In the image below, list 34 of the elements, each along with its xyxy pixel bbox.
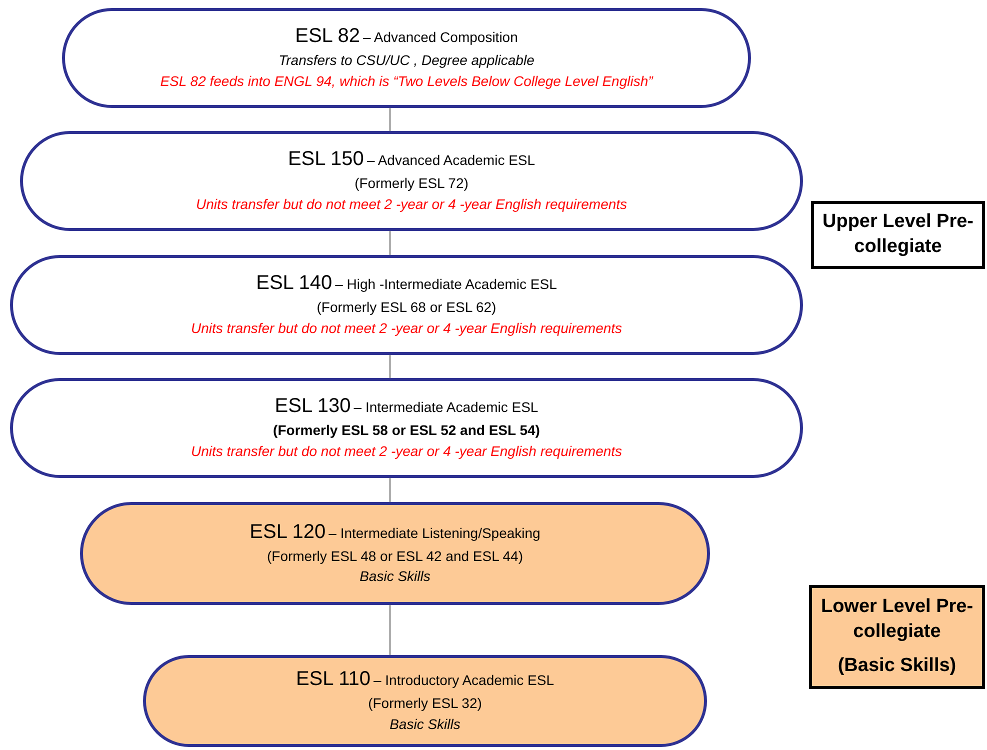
course-note: (Formerly ESL 48 or ESL 42 and ESL 44) bbox=[266, 546, 523, 566]
course-code: ESL 140 bbox=[256, 272, 332, 296]
course-note: (Formerly ESL 72) bbox=[354, 174, 468, 194]
connector-line bbox=[389, 478, 391, 502]
level-label: Lower Level Pre-collegiate bbox=[820, 594, 974, 644]
course-note: Units transfer but do not meet 2 -year or 4 -year English requirements bbox=[196, 194, 628, 214]
level-box bbox=[809, 585, 985, 689]
course-title: – Advanced Academic ESL bbox=[366, 152, 536, 168]
connector-line bbox=[389, 355, 391, 378]
level-label: Upper Level Pre-collegiate bbox=[822, 210, 974, 259]
course-note: Basic Skills bbox=[390, 714, 460, 734]
course-code: ESL 150 bbox=[288, 148, 364, 172]
course-title: – Intermediate Listening/Speaking bbox=[328, 524, 540, 541]
course-note: (Formerly ESL 58 or ESL 52 and ESL 54) bbox=[273, 421, 540, 440]
course-code: ESL 120 bbox=[250, 520, 326, 544]
level-box bbox=[811, 201, 985, 269]
connector-line bbox=[389, 108, 391, 131]
course-note: Units transfer but do not meet 2 -year or 4 -year English requirements bbox=[190, 318, 622, 338]
course-code: ESL 130 bbox=[274, 395, 351, 418]
connector-line bbox=[389, 605, 391, 655]
course-note: Units transfer but do not meet 2 -year or 4 -year English requirements bbox=[190, 442, 622, 461]
course-note: Basic Skills bbox=[360, 567, 430, 586]
course-title: – Advanced Composition bbox=[363, 29, 518, 46]
level-label: (Basic Skills) bbox=[838, 654, 956, 678]
course-code: ESL 82 bbox=[295, 25, 360, 48]
course-note: (Formerly ESL 68 or ESL 62) bbox=[316, 298, 496, 318]
course-note: Transfers to CSU/UC , Degree applicable bbox=[278, 51, 534, 70]
course-title: – High -Intermediate Academic ESL bbox=[335, 276, 557, 292]
course-note: (Formerly ESL 32) bbox=[368, 694, 482, 714]
connector-line bbox=[389, 231, 391, 255]
course-code: ESL 110 bbox=[296, 668, 370, 692]
course-title: – Introductory Academic ESL bbox=[373, 672, 554, 688]
course-note: ESL 82 feeds into ENGL 94, which is “Two Levels Below College Level English” bbox=[160, 72, 653, 91]
course-title: – Intermediate Academic ESL bbox=[354, 399, 538, 416]
